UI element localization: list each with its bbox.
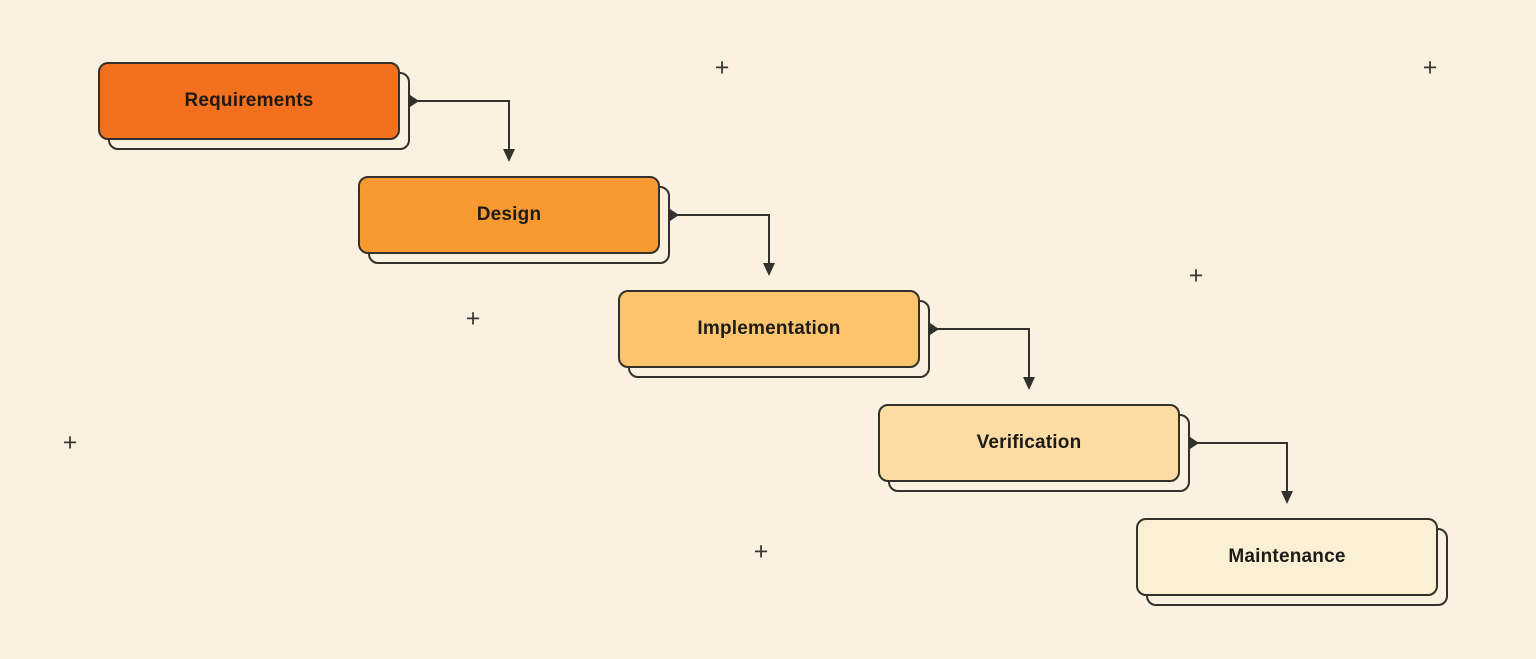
stage-node-verification[interactable]: Verification [878,404,1190,492]
arrowhead-down-icon [763,263,775,276]
stage-box-maintenance[interactable]: Maintenance [1136,518,1438,596]
connector-start-nub [930,323,939,335]
plus-icon: + [753,537,769,566]
stage-box-design[interactable]: Design [358,176,660,254]
connector-requirements-design [410,95,515,162]
stage-label: Implementation [697,318,841,339]
connector-implementation-verification [930,323,1035,390]
plus-icon: + [1188,261,1204,290]
stage-box-implementation[interactable]: Implementation [618,290,920,368]
plus-icon: + [1422,53,1438,82]
connector-start-nub [670,209,679,221]
plus-icon: + [62,428,78,457]
connector-line [930,328,1030,378]
arrowhead-down-icon [1281,491,1293,504]
connector-verification-maintenance [1190,437,1293,504]
stage-box-requirements[interactable]: Requirements [98,62,400,140]
connector-line [410,100,510,150]
stage-label: Requirements [184,90,314,111]
connector-line [670,214,770,264]
stage-label: Maintenance [1228,546,1346,567]
stage-node-requirements[interactable]: Requirements [98,62,410,150]
arrowhead-down-icon [503,149,515,162]
stage-node-maintenance[interactable]: Maintenance [1136,518,1448,606]
stage-label: Design [476,204,542,225]
stage-label: Verification [976,432,1082,453]
connector-start-nub [410,95,419,107]
connector-start-nub [1190,437,1199,449]
arrowhead-down-icon [1023,377,1035,390]
stage-box-verification[interactable]: Verification [878,404,1180,482]
plus-icon: + [714,53,730,82]
stage-node-implementation[interactable]: Implementation [618,290,930,378]
plus-icon: + [465,304,481,333]
connector-design-implementation [670,209,775,276]
stage-node-design[interactable]: Design [358,176,670,264]
connector-line [1190,442,1288,492]
